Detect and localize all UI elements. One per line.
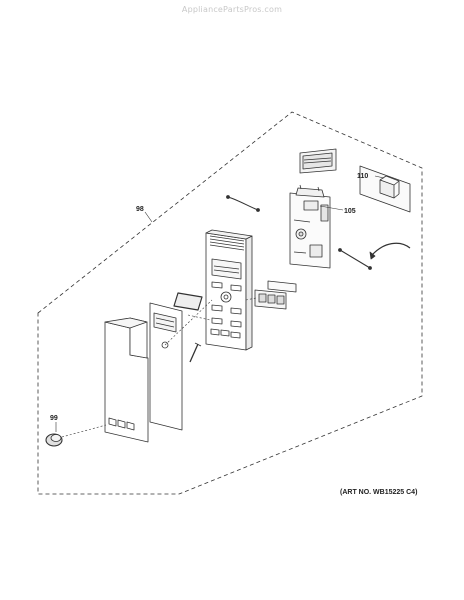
callout-105: 105 [344,208,356,215]
control-panel-frame [205,229,253,351]
knob-part-99 [45,433,63,447]
wire-harness-upper [227,196,259,211]
keypad-membrane [149,302,183,431]
watermark-text: AppliancePartsPros.com [181,5,283,14]
switch-board [254,280,297,310]
curved-cable [371,242,411,256]
display-window-part [299,148,337,174]
rubber-window [173,292,203,311]
wire-harness-lower [339,249,371,269]
alignment-lines [61,297,257,438]
control-pcb-part-105 [289,184,331,269]
screw [189,342,202,363]
control-board-part-110 [359,165,411,213]
callout-110: 110 [357,173,368,180]
assembly-boundary [37,111,423,495]
leader-lines [55,175,385,432]
callout-99: 99 [50,415,58,422]
callout-98: 98 [136,206,144,213]
art-number-label: (ART NO. WB15225 C4) [340,489,418,496]
front-fascia-panel [104,317,149,443]
